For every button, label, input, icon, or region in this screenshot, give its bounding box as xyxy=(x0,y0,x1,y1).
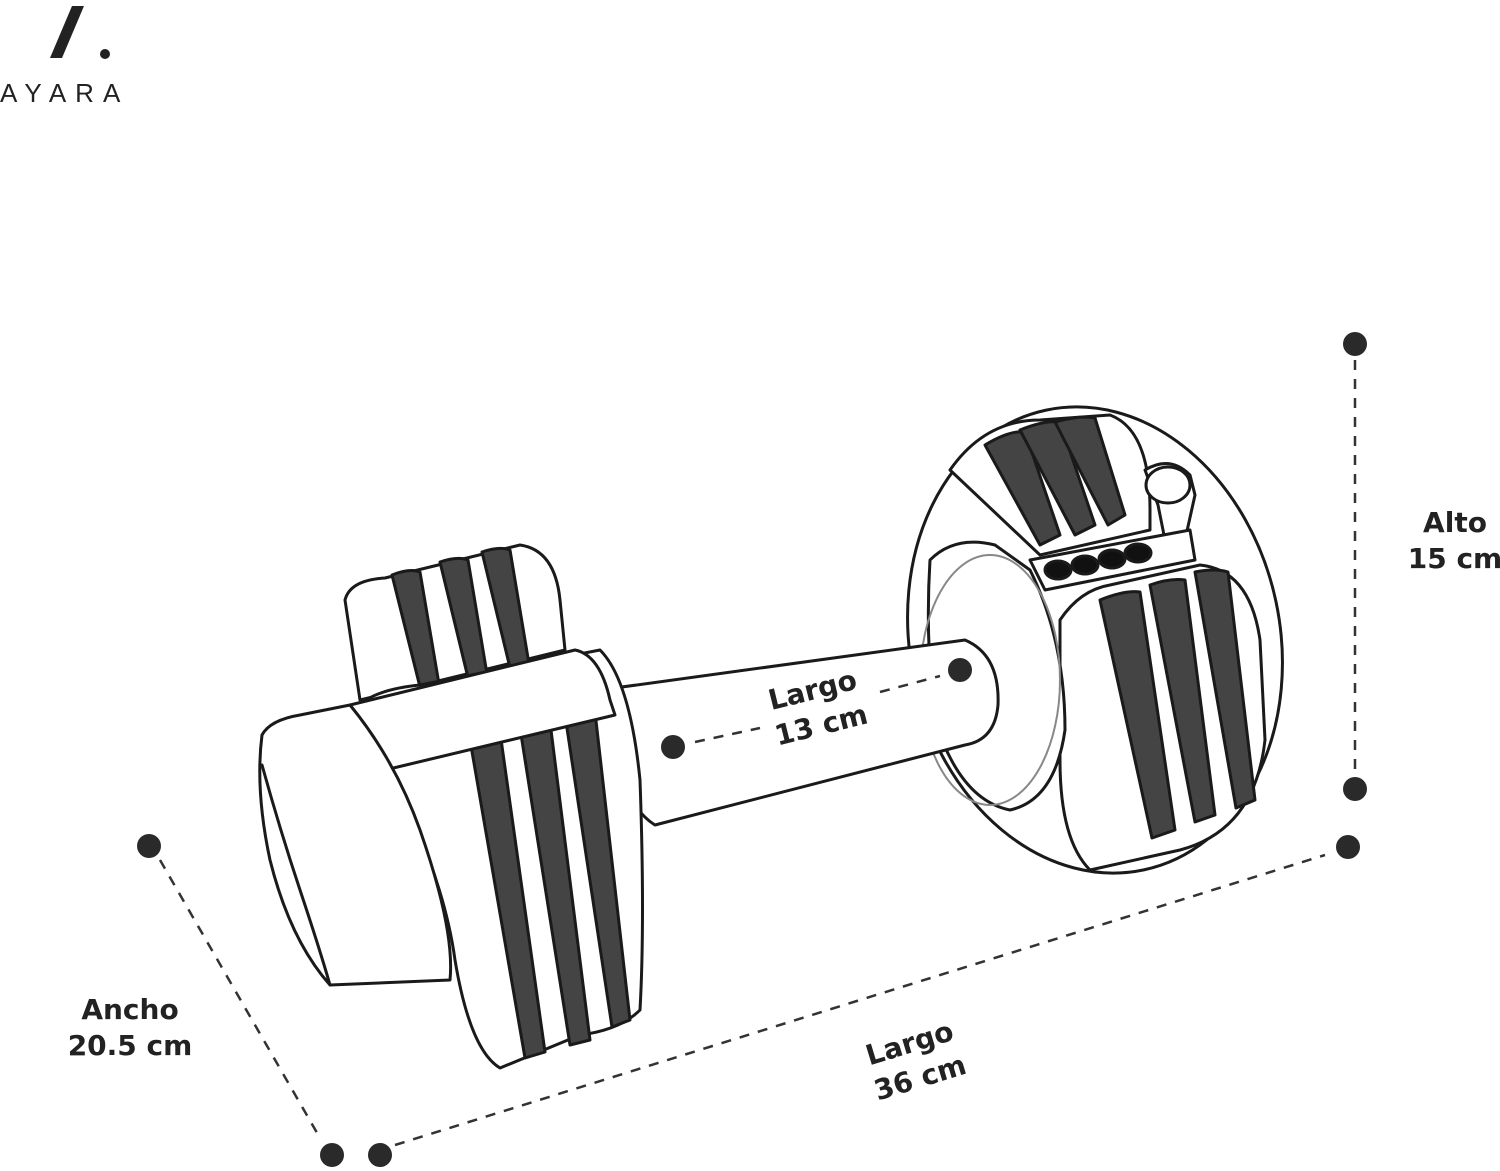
right-weight-stack xyxy=(906,405,1284,875)
largo-handle-right-dot xyxy=(948,658,972,682)
dumbbell-illustration xyxy=(258,405,1284,1070)
brand-logo-icon xyxy=(50,6,110,59)
alto-bottom-dot xyxy=(1343,777,1367,801)
ancho-label: Ancho xyxy=(81,993,179,1026)
alto-label: Alto xyxy=(1423,506,1487,539)
ancho-dim-line xyxy=(158,859,322,1139)
ancho-top-dot xyxy=(137,834,161,858)
selector-holes-icon xyxy=(1043,542,1153,581)
alto-value: 15 cm xyxy=(1407,542,1500,575)
alto-top-dot xyxy=(1343,332,1367,356)
dimension-endpoints xyxy=(137,332,1367,1167)
brand-name: AYARA xyxy=(0,78,130,108)
largo-total-right-dot xyxy=(1336,835,1360,859)
ancho-bottom-dot xyxy=(320,1143,344,1167)
largo-handle-left-dot xyxy=(661,735,685,759)
ancho-label-block: Ancho 20.5 cm xyxy=(50,992,210,1064)
dimension-lines xyxy=(158,360,1357,1147)
largo-total-left-dot xyxy=(368,1143,392,1167)
ancho-value: 20.5 cm xyxy=(67,1029,193,1062)
left-weight-stack xyxy=(258,543,644,1070)
alto-label-block: Alto 15 cm xyxy=(1395,505,1500,577)
